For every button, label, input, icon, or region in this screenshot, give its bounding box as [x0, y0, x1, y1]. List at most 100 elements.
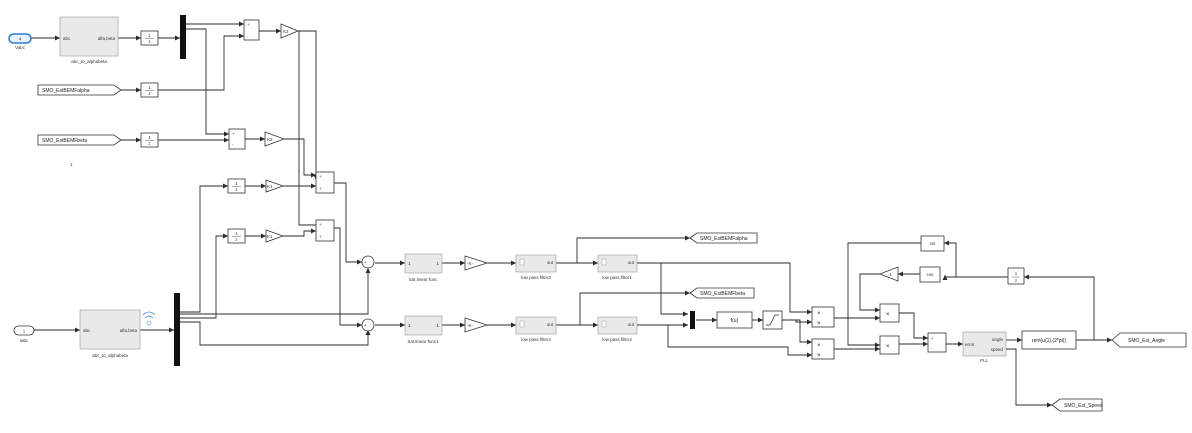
- sum-lr-sign2: +: [319, 234, 322, 239]
- low-pass-filter3[interactable]: out low pass filter3: [515, 254, 557, 280]
- sat1-caption: Sat linear func: [409, 277, 439, 282]
- transform-block-bottom[interactable]: abc alfa,beta abc_to_alphabeta: [79, 309, 141, 358]
- transform-bottom-caption: abc_to_alphabeta: [92, 353, 128, 358]
- inport-vabc[interactable]: 4 Vabc: [8, 33, 32, 50]
- unit-delay-k1-lower-den: z: [235, 237, 238, 242]
- transform-block-top[interactable]: abc alfa,beta abc_to_alphabeta: [59, 16, 119, 64]
- sum-mid-sign2: -: [232, 142, 234, 147]
- unit-delay-k1-upper[interactable]: 1 z: [227, 178, 246, 194]
- gain-k-upper[interactable]: -K-: [464, 255, 489, 271]
- unit-delay-pll-num: 1: [1015, 271, 1018, 276]
- low-pass-filter2[interactable]: out low pass filter2: [597, 316, 638, 342]
- unit-delay-alpha[interactable]: 1 z: [140, 82, 159, 98]
- unit-delay-beta[interactable]: 1 z: [140, 132, 159, 148]
- sat-linear-func[interactable]: 1 1 Sat linear func: [404, 253, 443, 282]
- gain-minus-one[interactable]: -1: [878, 266, 899, 282]
- rem-label: rem(u(1),(2*pi)): [1032, 338, 1067, 344]
- sum-circle-lower[interactable]: +: [361, 318, 375, 332]
- gain-k-lower[interactable]: -K-: [464, 317, 489, 333]
- saturation-icon: [766, 314, 779, 326]
- inport-iabc[interactable]: 1 Iabc: [13, 325, 35, 343]
- gain-k2-mid-label: K2: [267, 137, 273, 142]
- sum-ur-sign2: +: [319, 186, 322, 191]
- sum-block-top[interactable]: + -: [243, 19, 260, 41]
- sum-lr-sign1: +: [319, 222, 322, 227]
- goto-tag-beta[interactable]: SMO_EstBEMFbeta: [689, 287, 755, 299]
- from-tag-beta[interactable]: SMO_EstBEMFbeta: [37, 134, 122, 146]
- sum-block-mid[interactable]: + -: [228, 128, 246, 150]
- inport-vabc-number: 4: [19, 37, 22, 42]
- goto-tag-alpha-label: SMO_EstBEMFalpha: [700, 236, 748, 242]
- unit-delay-alpha-den: z: [148, 91, 151, 96]
- gain-k1-lower[interactable]: K1: [265, 229, 285, 243]
- product-block-4[interactable]: ×: [879, 335, 900, 355]
- goto-tag-angle[interactable]: SMO_Est_Angle: [1111, 332, 1187, 348]
- inport-vabc-label: Vabc: [15, 45, 26, 50]
- product3-symbol: ×: [886, 312, 890, 318]
- gain-k1-upper-label: K1: [267, 184, 273, 189]
- product-block-2[interactable]: × ×: [811, 338, 835, 360]
- unit-delay-alpha-num: 1: [148, 85, 151, 90]
- product-block-3[interactable]: ×: [879, 303, 900, 323]
- unit-delay-top[interactable]: 1 z: [140, 30, 159, 46]
- inport-iabc-label: Iabc: [20, 338, 29, 343]
- cos-label: cos: [926, 272, 934, 277]
- demux-bar-top[interactable]: [180, 15, 186, 59]
- lpf3-caption: low pass filter3: [521, 275, 551, 280]
- unit-delay-k1-upper-num: 1: [235, 181, 238, 186]
- gain-k-lower-label: -K-: [467, 323, 474, 328]
- from-tag-beta-label: SMO_EstBEMFbeta: [42, 138, 87, 144]
- rem-block[interactable]: rem(u(1),(2*pi)): [1021, 330, 1077, 350]
- inport-iabc-number: 1: [23, 329, 26, 334]
- sum-circle-upper[interactable]: +: [361, 255, 375, 269]
- gain-k2-top[interactable]: K2: [280, 23, 300, 39]
- product-block-1[interactable]: × ×: [811, 306, 835, 328]
- pll-port-angle: angle: [992, 337, 1004, 342]
- goto-tag-speed-label: SMO_Est_Speed: [1064, 403, 1103, 409]
- lpf4-caption: low pass filter4: [521, 337, 551, 342]
- demux-bar-bottom[interactable]: [174, 293, 180, 366]
- sat-linear-func1[interactable]: 1 1 Sat linear func1: [404, 315, 443, 344]
- unit-delay-top-den: z: [148, 39, 151, 44]
- from-tag-alpha[interactable]: SMO_EstBEMFalpha: [37, 84, 122, 96]
- gain-minus-one-label: -1: [888, 272, 892, 277]
- gain-k1-upper[interactable]: K1: [265, 179, 285, 193]
- sum-block-lower-right[interactable]: + +: [315, 219, 335, 242]
- sin-block[interactable]: sin: [920, 235, 945, 252]
- sat1-port-out: 1: [436, 261, 439, 266]
- goto-tag-alpha[interactable]: SMO_EstBEMFalpha: [689, 232, 758, 244]
- goto-tag-speed[interactable]: SMO_Est_Speed: [1051, 398, 1103, 412]
- pll-block[interactable]: error angle speed PLL: [962, 331, 1007, 363]
- low-pass-filter1[interactable]: out low pass filter1: [597, 254, 638, 280]
- sat2-port-in: 1: [408, 323, 411, 328]
- lpf1-out: out: [628, 260, 635, 265]
- unit-delay-pll-feedback[interactable]: 1 z: [1007, 267, 1025, 285]
- saturation-block[interactable]: [762, 310, 783, 330]
- sat1-port-in: 1: [408, 261, 411, 266]
- sat2-caption: Sat linear func1: [407, 339, 439, 344]
- mux-bar[interactable]: [690, 311, 695, 329]
- goto-tag-angle-label: SMO_Est_Angle: [1128, 338, 1165, 344]
- fcn-block[interactable]: f(u): [716, 311, 753, 329]
- gain-k2-mid[interactable]: K2: [264, 131, 286, 147]
- lpf2-caption: low pass filter2: [602, 337, 632, 342]
- sum-block-upper-right[interactable]: + +: [315, 171, 335, 194]
- sum-ur-sign1: +: [319, 174, 322, 179]
- sum-circle-upper-sign: +: [364, 260, 367, 265]
- sum-mid-sign1: +: [232, 131, 235, 136]
- goto-tag-beta-label: SMO_EstBEMFbeta: [700, 291, 745, 297]
- unit-delay-beta-den: z: [148, 141, 151, 146]
- unit-delay-k1-upper-den: z: [235, 187, 238, 192]
- sum-pll-sign1: +: [931, 336, 934, 341]
- gain-k2-top-label: K2: [283, 29, 289, 34]
- unit-delay-pll-den: z: [1015, 278, 1018, 283]
- low-pass-filter4[interactable]: out low pass filter4: [515, 316, 557, 342]
- signal-logging-icon[interactable]: [142, 311, 156, 326]
- cos-block[interactable]: cos: [919, 266, 941, 283]
- sum-block-pll[interactable]: + -: [927, 332, 947, 353]
- transform-bottom-in-port: abc: [83, 328, 91, 333]
- unit-delay-k1-lower[interactable]: 1 z: [227, 228, 246, 244]
- product4-symbol: ×: [886, 344, 890, 350]
- stray-text: 1: [70, 162, 73, 167]
